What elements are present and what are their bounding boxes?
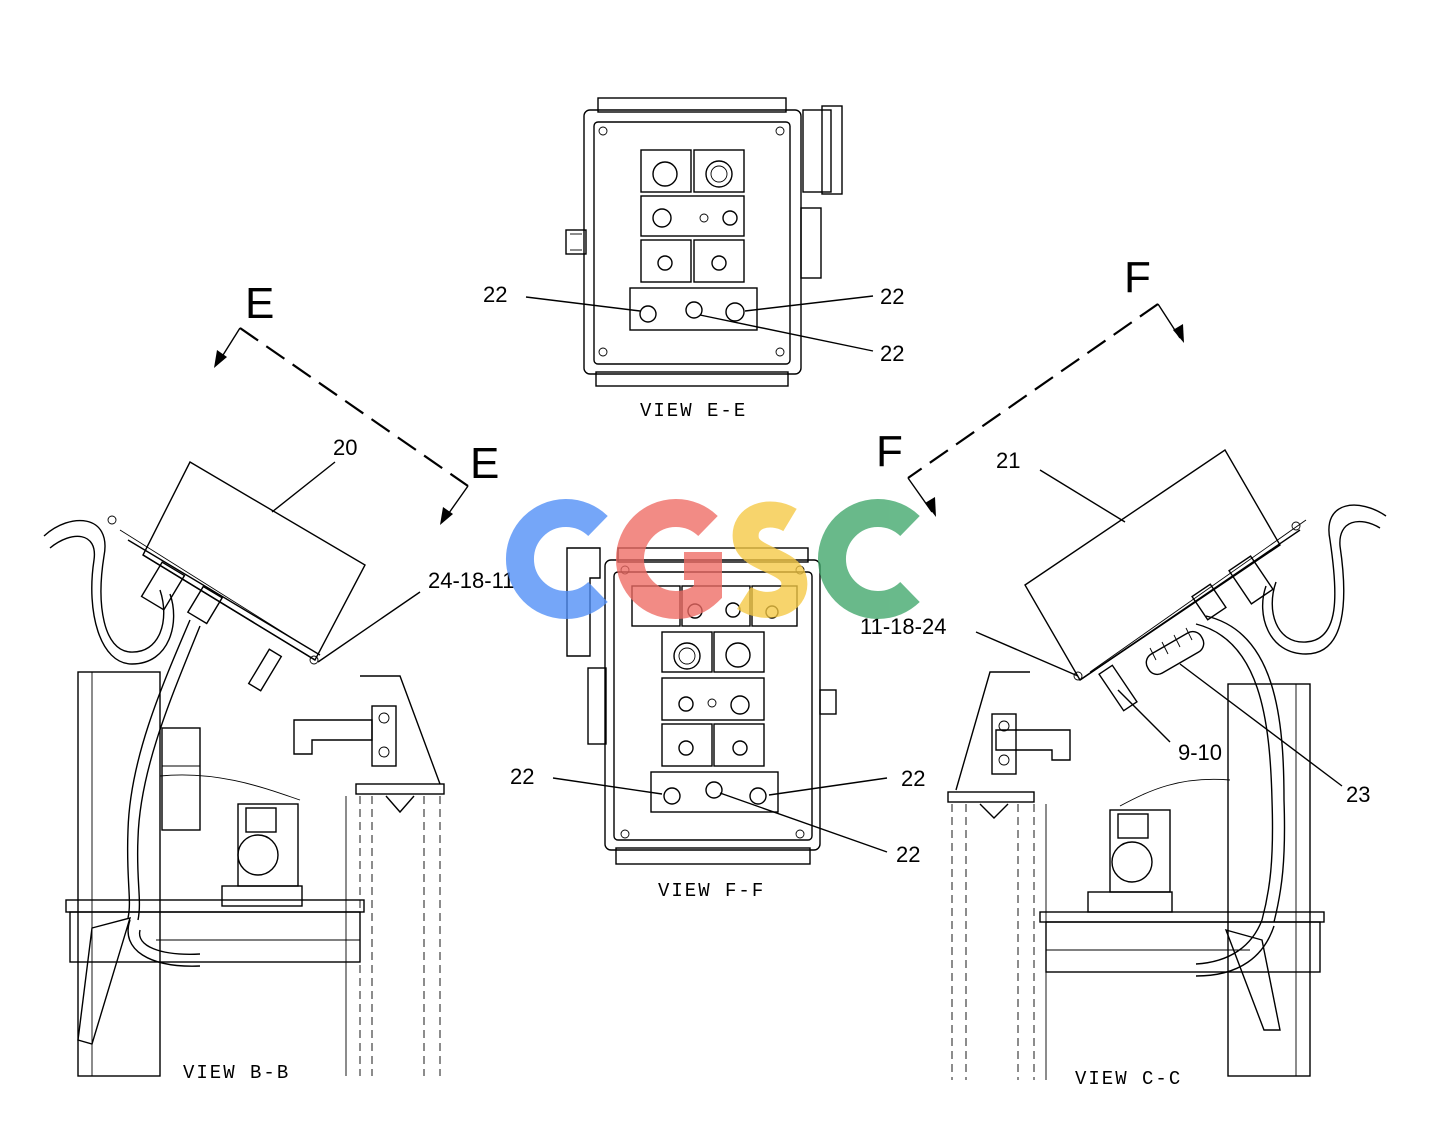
view-c-assembly (947, 449, 1387, 1080)
cgsc-watermark-logo (506, 499, 920, 619)
callout-22-ff-right: 22 (901, 766, 925, 791)
callout-22-ee-right: 22 (880, 284, 904, 309)
callout-23: 23 (1346, 782, 1370, 807)
callout-22-ff-bottom: 22 (896, 842, 920, 867)
view-b-assembly (43, 461, 445, 1077)
callout-24-18-11: 24-18-11 (428, 568, 514, 593)
callout-22-ee-left: 22 (483, 282, 507, 307)
callout-22-ee-bottom: 22 (880, 341, 904, 366)
view-b-label: VIEW B-B (183, 1062, 290, 1084)
callout-21: 21 (996, 448, 1020, 473)
section-line-e (214, 327, 469, 525)
view-c-label: VIEW C-C (1075, 1068, 1182, 1090)
view-f-label: VIEW F-F (658, 880, 765, 902)
section-mark-e-top: E (245, 279, 274, 328)
callout-20: 20 (333, 435, 357, 460)
callout-22-ff-left: 22 (510, 764, 534, 789)
section-mark-f-bottom: F (876, 427, 903, 476)
section-mark-f-top: F (1124, 253, 1151, 302)
section-line-f (907, 303, 1184, 517)
view-e-label: VIEW E-E (640, 400, 747, 422)
section-mark-e-bottom: E (470, 439, 499, 488)
callout-9-10: 9-10 (1178, 740, 1222, 765)
view-e-panel (565, 97, 843, 387)
